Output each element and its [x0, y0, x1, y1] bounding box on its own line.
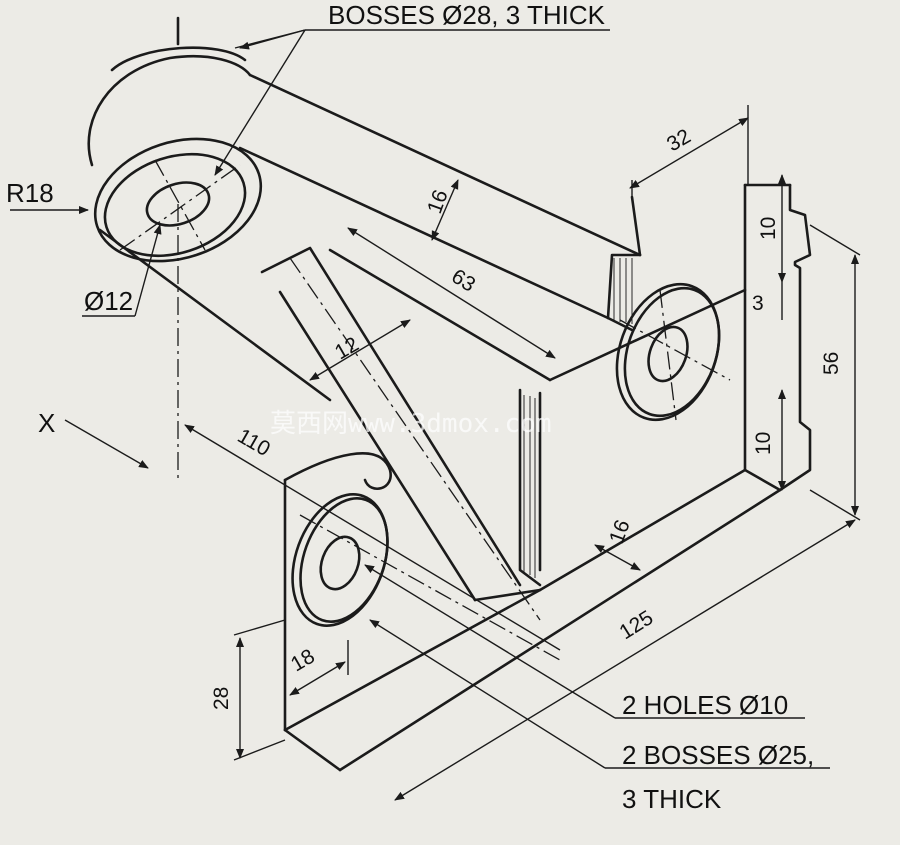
dim-56: 56	[820, 352, 843, 375]
dim-16-base: 16	[605, 517, 635, 547]
dim-125: 125	[615, 606, 657, 644]
dim-28: 28	[210, 687, 233, 710]
dimension-lines	[10, 29, 861, 801]
arm	[98, 73, 642, 402]
x-view-label: X	[38, 408, 55, 438]
dim-110: 110	[234, 424, 274, 461]
dim-3: 3	[752, 292, 764, 315]
bosses-top-label: BOSSES Ø28, 3 THICK	[328, 0, 606, 30]
top-boss	[87, 16, 263, 263]
holes-label: 2 HOLES Ø10	[622, 690, 788, 720]
dim-10-top: 10	[757, 217, 780, 240]
dim-16-arm: 16	[423, 187, 453, 217]
dim-32: 32	[663, 125, 695, 157]
dim-12-rib: 12	[331, 333, 363, 365]
dim-18: 18	[287, 645, 319, 677]
bosses-label-line1: 2 BOSSES Ø25,	[622, 740, 814, 770]
bosses-label-line2: 3 THICK	[622, 784, 722, 814]
text-labels: BOSSES Ø28, 3 THICK R18 Ø12 X 2 HOLES Ø1…	[6, 0, 843, 814]
watermark: 莫西网www.3dmox.com	[270, 409, 552, 439]
r18-label: R18	[6, 178, 54, 208]
dim-10-bottom: 10	[752, 432, 775, 455]
dim-63: 63	[447, 265, 479, 297]
d12-label: Ø12	[84, 286, 133, 316]
